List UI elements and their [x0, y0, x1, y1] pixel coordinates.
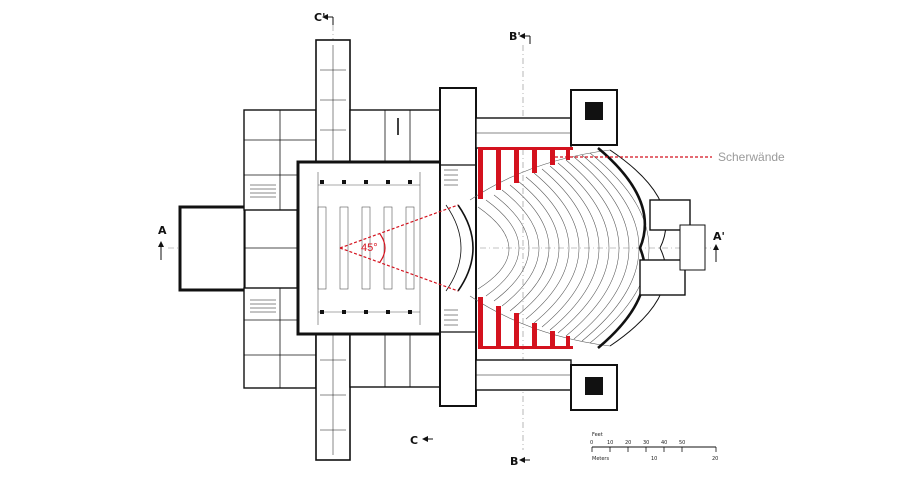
svg-text:A': A' — [713, 230, 725, 243]
east-service-block — [639, 199, 706, 296]
stage-front — [445, 204, 474, 292]
stair-towers — [439, 87, 477, 407]
angle-label: 45° — [361, 242, 378, 254]
scale-meter-20: 20 — [712, 456, 718, 462]
svg-text:A: A — [158, 224, 167, 237]
scale-tick-50: 50 — [679, 440, 685, 446]
svg-text:C: C — [410, 434, 418, 447]
svg-text:B: B — [510, 455, 518, 468]
svg-text:Meters: Meters — [592, 456, 609, 462]
section-mark-b-top: B' — [509, 30, 531, 44]
scale-tick-30: 30 — [643, 440, 649, 446]
foyer — [296, 160, 443, 336]
scale-meter-10: 10 — [651, 456, 657, 462]
section-mark-c-bottom: C — [410, 434, 433, 447]
corner-towers — [570, 89, 618, 411]
svg-text:Feet: Feet — [592, 432, 603, 438]
shear-walls-label: Scherwände — [718, 150, 785, 164]
auditorium-outer-wall — [597, 147, 667, 349]
section-mark-c-top: C' — [314, 11, 334, 25]
section-mark-b-bottom: B — [510, 455, 530, 468]
scale-tick-0: 0 — [590, 440, 593, 446]
shear-walls — [478, 147, 573, 349]
svg-text:C': C' — [314, 11, 325, 24]
scale-tick-10: 10 — [607, 440, 613, 446]
side-wings — [349, 109, 441, 388]
sightline-annotation — [339, 204, 459, 292]
scale-bar: Feet 0 10 20 30 40 50 Meters 10 20 — [590, 432, 718, 462]
auditorium-side-corridors — [475, 117, 572, 391]
svg-text:B': B' — [509, 30, 521, 43]
west-entrance-block — [178, 205, 298, 292]
scale-tick-20: 20 — [625, 440, 631, 446]
scale-tick-40: 40 — [661, 440, 667, 446]
section-mark-a-left: A — [158, 224, 167, 260]
section-mark-a-right: A' — [713, 230, 725, 262]
